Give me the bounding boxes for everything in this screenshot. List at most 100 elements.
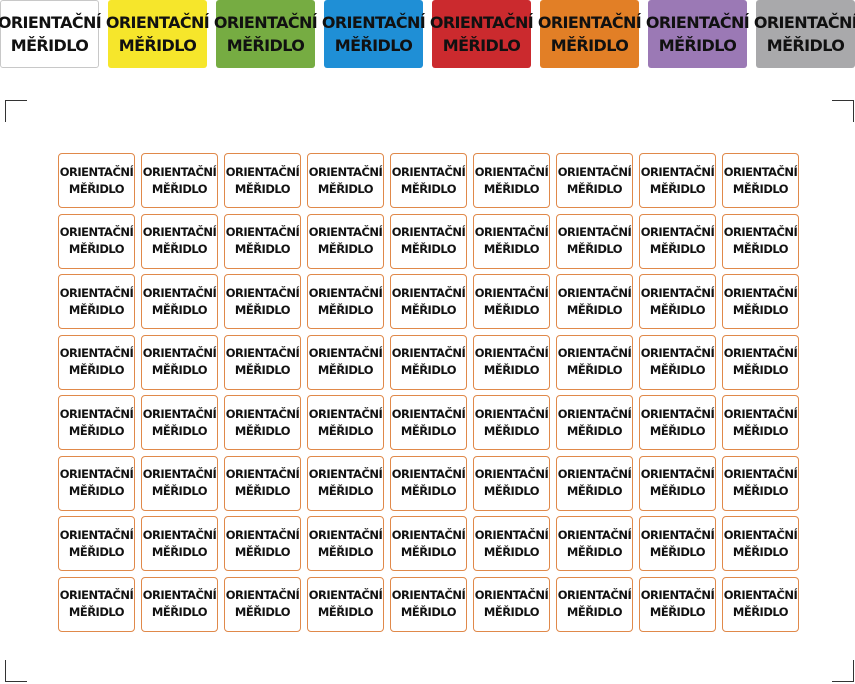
sticker-label-line1: ORIENTAČNÍ: [557, 467, 632, 482]
sticker-label-line1: ORIENTAČNÍ: [225, 527, 300, 542]
sticker-label-line1: ORIENTAČNÍ: [474, 527, 549, 542]
sticker-label-line2: MĚŘIDLO: [151, 544, 208, 559]
sticker-label-line1: ORIENTAČNÍ: [474, 467, 549, 482]
sticker-label-line1: ORIENTAČNÍ: [142, 467, 217, 482]
swatch-label-line1: ORIENTAČNÍ: [105, 13, 210, 32]
sticker-label-line1: ORIENTAČNÍ: [308, 588, 383, 603]
sticker-label-line2: MĚŘIDLO: [317, 302, 374, 317]
sticker-label-line1: ORIENTAČNÍ: [308, 346, 383, 361]
sticker-label-line2: MĚŘIDLO: [732, 363, 789, 378]
swatch-green: ORIENTAČNÍ MĚŘIDLO: [213, 0, 318, 68]
swatch-label-line2: MĚŘIDLO: [766, 36, 845, 55]
sticker-label-line1: ORIENTAČNÍ: [391, 225, 466, 240]
sticker-label-line2: MĚŘIDLO: [68, 605, 125, 620]
swatch-orange: ORIENTAČNÍ MĚŘIDLO: [537, 0, 642, 68]
sticker-label-line1: ORIENTAČNÍ: [142, 285, 217, 300]
sticker-label-line2: MĚŘIDLO: [732, 544, 789, 559]
swatch-label-line2: MĚŘIDLO: [226, 36, 305, 55]
swatch-label-line1: ORIENTAČNÍ: [213, 13, 318, 32]
sticker-label-line1: ORIENTAČNÍ: [391, 467, 466, 482]
swatch-label-line2: MĚŘIDLO: [550, 36, 629, 55]
sticker-label-line2: MĚŘIDLO: [317, 544, 374, 559]
sticker-label-line1: ORIENTAČNÍ: [225, 225, 300, 240]
sticker-label-line2: MĚŘIDLO: [151, 242, 208, 257]
sticker-label-line2: MĚŘIDLO: [400, 605, 457, 620]
sticker-label-line2: MĚŘIDLO: [400, 423, 457, 438]
sticker-label-line2: MĚŘIDLO: [400, 181, 457, 196]
sticker-label-line2: MĚŘIDLO: [566, 181, 623, 196]
sticker-label-line1: ORIENTAČNÍ: [640, 588, 715, 603]
sticker-label: ORIENTAČNÍ MĚŘIDLO: [141, 213, 218, 269]
swatch-label-line1: ORIENTAČNÍ: [321, 13, 426, 32]
sticker-label-line2: MĚŘIDLO: [234, 302, 291, 317]
swatch-label-line2: MĚŘIDLO: [118, 36, 197, 55]
sticker-label-line2: MĚŘIDLO: [68, 181, 125, 196]
sticker-label: ORIENTAČNÍ MĚŘIDLO: [556, 516, 633, 572]
sticker-label-line1: ORIENTAČNÍ: [557, 164, 632, 179]
sticker-label-line1: ORIENTAČNÍ: [474, 285, 549, 300]
sticker-label-line2: MĚŘIDLO: [151, 423, 208, 438]
sticker-label-line1: ORIENTAČNÍ: [723, 164, 798, 179]
sticker-label-line2: MĚŘIDLO: [317, 181, 374, 196]
sticker-label-line1: ORIENTAČNÍ: [225, 467, 300, 482]
sticker-label-line1: ORIENTAČNÍ: [640, 164, 715, 179]
swatch-blue: ORIENTAČNÍ MĚŘIDLO: [321, 0, 426, 68]
sticker-label-line1: ORIENTAČNÍ: [723, 346, 798, 361]
sticker-label-line1: ORIENTAČNÍ: [225, 346, 300, 361]
sticker-label-line2: MĚŘIDLO: [483, 544, 540, 559]
sticker-label-line1: ORIENTAČNÍ: [308, 406, 383, 421]
crop-mark-bottom-right: [832, 660, 854, 682]
sticker-label-line2: MĚŘIDLO: [400, 484, 457, 499]
sticker-label-line2: MĚŘIDLO: [151, 605, 208, 620]
sticker-label-line2: MĚŘIDLO: [649, 423, 706, 438]
sticker-label-line1: ORIENTAČNÍ: [723, 285, 798, 300]
sticker-label-line2: MĚŘIDLO: [151, 484, 208, 499]
sticker-label-line1: ORIENTAČNÍ: [308, 527, 383, 542]
sticker-label-line1: ORIENTAČNÍ: [59, 225, 134, 240]
sticker-label-line1: ORIENTAČNÍ: [142, 225, 217, 240]
sticker-label-line1: ORIENTAČNÍ: [142, 346, 217, 361]
swatch-label-line2: MĚŘIDLO: [334, 36, 413, 55]
swatch-label-line1: ORIENTAČNÍ: [537, 13, 642, 32]
sticker-label-line1: ORIENTAČNÍ: [557, 406, 632, 421]
sticker-label-line1: ORIENTAČNÍ: [723, 225, 798, 240]
sticker-label-line1: ORIENTAČNÍ: [557, 527, 632, 542]
sticker-label-line2: MĚŘIDLO: [566, 423, 623, 438]
sticker-label-line1: ORIENTAČNÍ: [474, 346, 549, 361]
sticker-label-line1: ORIENTAČNÍ: [142, 406, 217, 421]
sticker-label-line2: MĚŘIDLO: [566, 544, 623, 559]
sticker-label-line1: ORIENTAČNÍ: [391, 285, 466, 300]
sticker-label-line2: MĚŘIDLO: [151, 302, 208, 317]
sticker-label-line2: MĚŘIDLO: [732, 484, 789, 499]
sticker-label-line2: MĚŘIDLO: [400, 544, 457, 559]
sticker-label-line1: ORIENTAČNÍ: [308, 225, 383, 240]
